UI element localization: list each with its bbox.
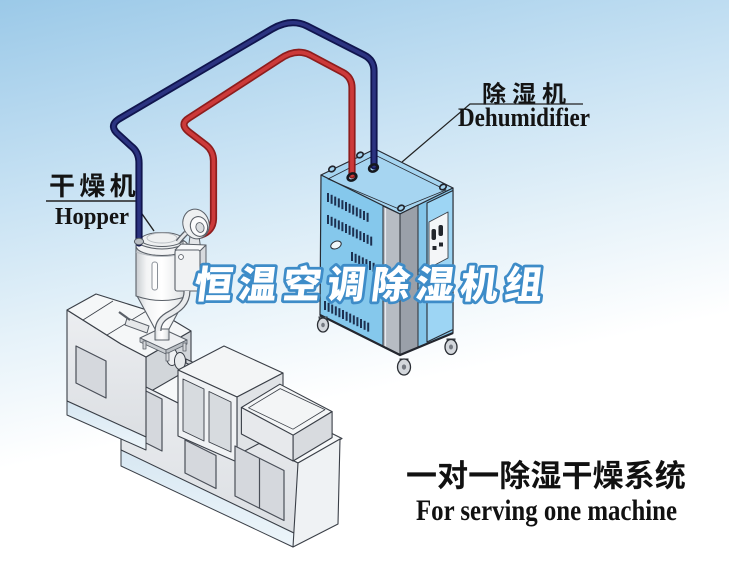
svg-text:Dehumidifier: Dehumidifier	[458, 103, 590, 132]
svg-text:For serving one machine: For serving one machine	[416, 494, 677, 527]
svg-text:Hopper: Hopper	[55, 204, 129, 230]
